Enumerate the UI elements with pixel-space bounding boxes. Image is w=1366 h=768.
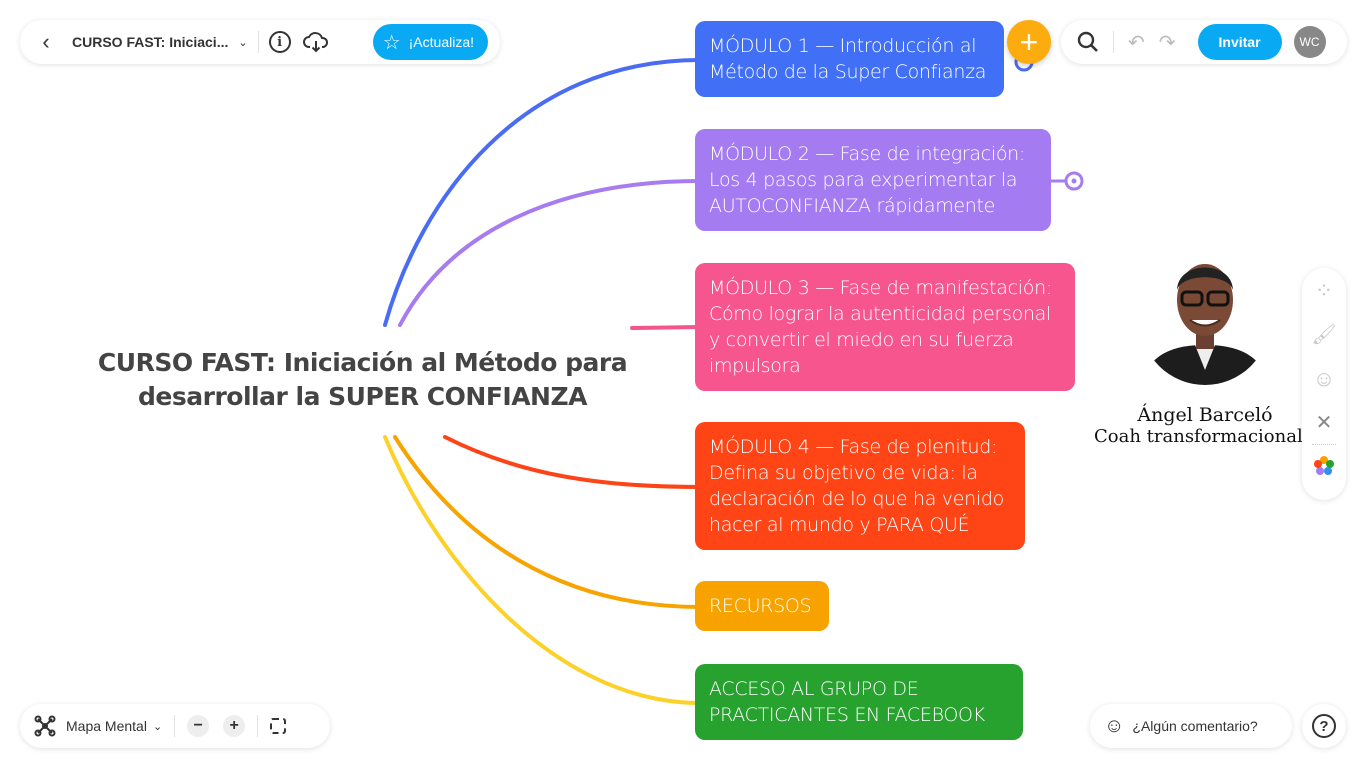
divider [1312,444,1336,445]
invite-button[interactable]: Invitar [1197,24,1282,60]
back-button[interactable]: ‹ [42,29,50,54]
top-right-toolbar: ↶ ↷ Invitar WC [1061,20,1347,64]
add-node-button[interactable]: + [1007,20,1051,64]
cloud-download-icon[interactable] [302,31,329,53]
undo-icon[interactable]: ↶ [1128,31,1145,54]
mindmap-view-icon[interactable] [34,715,56,737]
emoji-add-icon: ☺ [1104,714,1125,737]
central-topic[interactable]: CURSO FAST: Iniciación al Método para de… [97,348,628,411]
profile-photo [1140,245,1270,385]
help-button[interactable]: ? [1302,704,1346,748]
mindmap-structure-icon[interactable]: ✕ [1315,412,1333,434]
top-left-toolbar: ‹ CURSO FAST: Iniciaci... ⌄ i ☆ ¡Actuali… [20,20,500,64]
side-toolbar: ⁘ 🖌︎ ☺ ✕ [1302,268,1346,500]
node-modulo-2[interactable]: MÓDULO 2 — Fase de integración: Los 4 pa… [695,129,1051,231]
comment-button[interactable]: ☺ ¿Algún comentario? [1090,704,1292,748]
emoji-icon[interactable]: ☺ [1312,366,1336,391]
node-recursos[interactable]: RECURSOS [695,581,829,631]
chevron-down-icon[interactable]: ⌄ [152,720,163,733]
star-icon: ☆ [382,31,401,54]
search-icon[interactable] [1077,31,1099,53]
view-mode-dropdown[interactable]: Mapa Mental [66,718,147,734]
profile-subtitle: Coah transformacional [1094,426,1303,447]
paint-brush-icon[interactable]: 🖌︎ [1311,324,1337,346]
profile-name: Ángel Barceló [1137,404,1273,426]
redo-icon[interactable]: ↷ [1158,31,1176,54]
color-palette-icon[interactable] [1313,455,1335,477]
info-icon[interactable]: i [268,31,291,53]
node-modulo-4[interactable]: MÓDULO 4 — Fase de plenitud: Defina su o… [695,422,1025,550]
document-title[interactable]: CURSO FAST: Iniciaci... [72,34,229,50]
zoom-out-button[interactable]: − [187,715,210,737]
layout-icon[interactable]: ⁘ [1314,278,1334,303]
node-modulo-3[interactable]: MÓDULO 3 — Fase de manifestación: Cómo l… [695,263,1075,391]
plus-icon: + [1019,23,1039,60]
avatar[interactable]: WC [1293,26,1326,58]
node-facebook-group[interactable]: ACCESO AL GRUPO DE PRACTICANTES EN FACEB… [695,664,1023,740]
bottom-left-toolbar: Mapa Mental ⌄ − + [20,704,330,748]
help-icon: ? [1312,714,1336,738]
fit-screen-icon[interactable] [270,718,287,734]
zoom-in-button[interactable]: + [223,715,246,737]
upgrade-button[interactable]: ☆ ¡Actualiza! [372,24,488,60]
chevron-down-icon[interactable]: ⌄ [238,36,248,49]
node-modulo-1[interactable]: MÓDULO 1 — Introducción al Método de la … [695,21,1004,97]
